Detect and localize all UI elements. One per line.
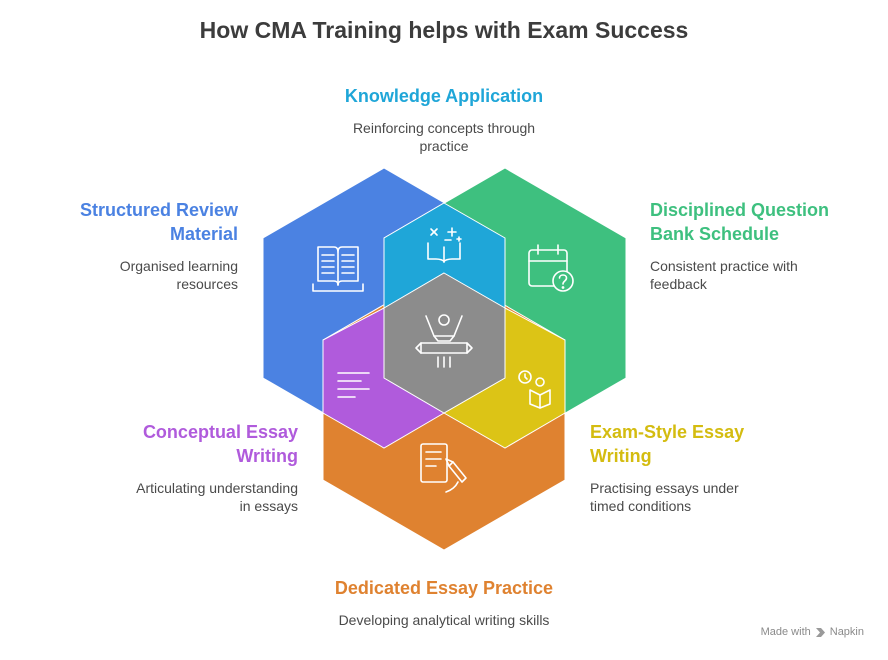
structured-review-title-line: Structured Review — [79, 200, 238, 220]
question-bank-title-line: Bank Schedule — [650, 224, 780, 244]
exam-style-essay-desc: Practising essays under timed conditions — [590, 479, 830, 515]
exam-style-essay-title-line: Writing — [590, 446, 652, 466]
structured-review-desc-line: Organised learning — [119, 258, 238, 274]
text-lines-icon — [337, 372, 370, 398]
conceptual-essay-desc: Articulating understanding in essays — [60, 479, 298, 515]
structured-review-desc-line: resources — [176, 276, 238, 292]
napkin-logo-icon — [815, 627, 825, 637]
structured-review-desc: Organised learning resources — [30, 257, 238, 293]
calendar-question-icon — [528, 244, 574, 292]
made-with-label: Made with — [760, 626, 811, 638]
question-bank-title-line: Disciplined Question — [650, 200, 830, 220]
question-bank-desc: Consistent practice with feedback — [650, 257, 870, 293]
exam-style-essay-desc-line: timed conditions — [590, 498, 692, 514]
open-book-icon — [312, 246, 364, 292]
timer-reader-icon — [518, 370, 551, 409]
napkin-brand-label: Napkin — [829, 626, 864, 638]
question-bank-desc-line: Consistent practice with — [650, 258, 798, 274]
knowledge-application-title: Knowledge Application — [344, 86, 544, 106]
knowledge-application-desc-line: Reinforcing concepts through — [352, 120, 536, 136]
exam-success-person-icon — [415, 314, 473, 368]
conceptual-essay-title-line: Conceptual Essay — [142, 422, 298, 442]
exam-style-essay-desc-line: Practising essays under — [590, 480, 739, 496]
exam-style-essay-title: Exam-Style Essay Writing — [590, 420, 830, 468]
conceptual-essay-title: Conceptual Essay Writing — [60, 420, 298, 468]
page-title: How CMA Training helps with Exam Success — [199, 17, 689, 43]
document-pen-icon — [420, 443, 467, 493]
exam-style-essay-title-line: Exam-Style Essay — [590, 422, 745, 442]
question-bank-title: Disciplined Question Bank Schedule — [650, 198, 870, 246]
question-bank-desc-line: feedback — [650, 276, 707, 292]
conceptual-essay-desc-line: Articulating understanding — [136, 480, 298, 496]
structured-review-title: Structured Review Material — [30, 198, 238, 246]
knowledge-application-desc: Reinforcing concepts through practice — [244, 119, 644, 155]
knowledge-application-desc-line: practice — [419, 138, 469, 154]
dedicated-essay-desc: Developing analytical writing skills — [338, 612, 550, 628]
knowledge-application-icon — [427, 227, 462, 263]
made-with-napkin-badge[interactable]: Made with Napkin — [761, 626, 864, 638]
structured-review-title-line: Material — [169, 224, 238, 244]
conceptual-essay-title-line: Writing — [236, 446, 298, 466]
dedicated-essay-title: Dedicated Essay Practice — [334, 578, 554, 598]
conceptual-essay-desc-line: in essays — [239, 498, 298, 514]
